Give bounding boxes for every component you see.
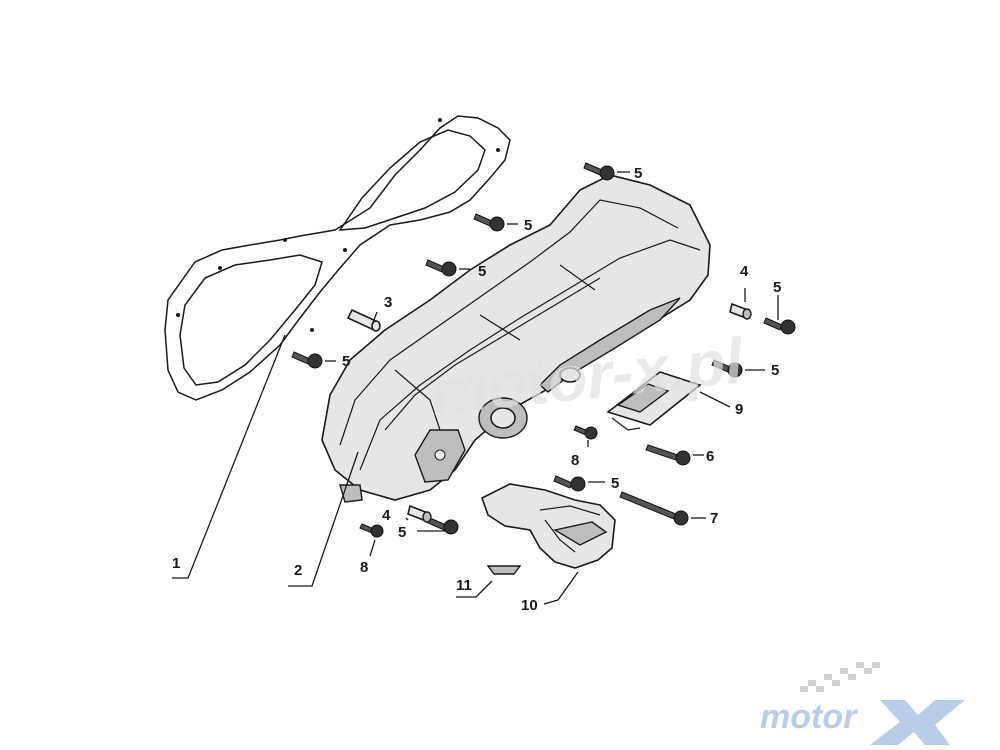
screw-2 [359,523,384,538]
callout-5-h: 5 [398,524,406,541]
bolt-6 [711,359,743,378]
checkered-flag-icon [800,662,880,692]
callout-11: 11 [456,577,472,594]
callout-10: 10 [521,597,538,614]
bolt-4 [291,351,323,369]
bolt-1 [583,162,615,181]
callout-5-d: 5 [773,279,781,296]
air-duct [481,483,616,569]
spacer-1 [729,302,752,320]
screw-1 [573,425,598,440]
callout-5-c: 5 [478,263,486,280]
bolt-3 [425,259,457,277]
callout-7: 7 [710,510,718,527]
gasket [164,115,511,401]
callout-labels: 1 2 3 4 4 5 5 5 5 5 5 5 5 6 7 8 8 9 10 1… [172,165,781,614]
bolt-7 [553,475,586,492]
logo-text: motor [760,698,858,736]
callout-1: 1 [172,555,180,572]
callout-2: 2 [294,562,302,579]
callout-8-a: 8 [571,452,579,469]
callout-4-a: 4 [740,263,749,280]
callout-5-b: 5 [524,217,532,234]
bolt-5 [763,317,796,335]
bracket-plate [606,371,702,431]
callout-9: 9 [735,401,743,418]
callout-4-b: 4 [382,507,391,524]
spacer-2 [407,504,432,523]
logo-x-mark [870,700,965,745]
dowel-pin [346,308,381,332]
bolt-2 [473,213,505,232]
callout-5-f: 5 [771,362,779,379]
logo: motor [760,662,965,745]
long-bolt-6 [645,444,691,466]
callout-8-b: 8 [360,559,368,576]
callout-5-e: 5 [342,353,350,370]
clip [486,565,522,575]
callout-3: 3 [384,294,392,311]
callout-5-a: 5 [634,165,642,182]
bolt-8 [427,517,459,535]
leader-lines [172,171,779,605]
callout-6: 6 [706,448,714,465]
long-bolt-7 [619,491,689,526]
crankcase-cover [321,174,711,503]
callout-5-g: 5 [611,475,619,492]
